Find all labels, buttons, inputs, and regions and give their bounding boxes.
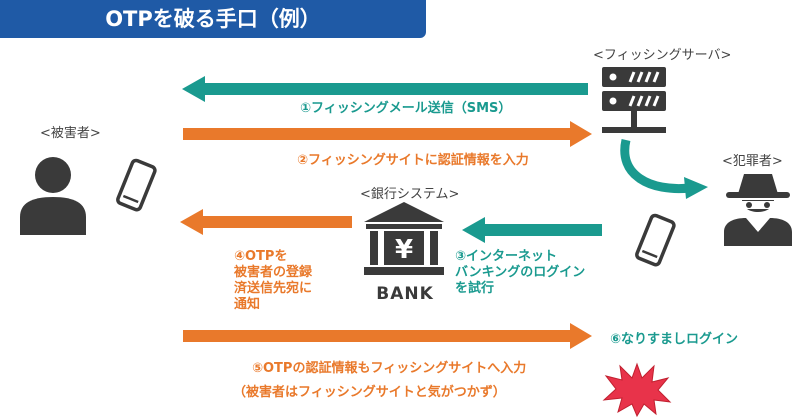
bank-building-icon: ¥ <box>364 202 444 275</box>
criminal-smartphone-icon <box>635 213 676 267</box>
arrow-4-otp-notify <box>180 209 352 235</box>
step-1-text: ①フィッシングメール送信（SMS） <box>300 101 512 116</box>
step-2-text: ②フィッシングサイトに認証情報を入力 <box>297 153 529 168</box>
phishing-server-icon <box>602 67 666 133</box>
arrow-5-enter-otp <box>183 323 592 349</box>
page-title: OTPを破る手口（例） <box>0 0 426 38</box>
step-6-text: ⑥なりすましログイン <box>610 332 739 347</box>
victim-label: <被害者> <box>40 126 101 141</box>
arrow-2-enter-credentials <box>183 121 592 147</box>
bank-text: BANK <box>376 284 434 304</box>
criminal-spy-icon <box>724 174 792 246</box>
curved-arrow-head <box>684 177 708 199</box>
step-5-note: （被害者はフィッシングサイトと気がつかず） <box>233 385 506 400</box>
phishing-server-label: <フィッシングサーバ> <box>593 48 732 63</box>
criminal-label: <犯罪者> <box>722 154 783 169</box>
step-3-text: ③インターネット バンキングのログイン を試行 <box>455 249 586 296</box>
victim-smartphone-icon <box>116 158 157 212</box>
arrow-1-phishing-mail <box>182 76 588 102</box>
burst-icon <box>602 362 672 418</box>
curved-arrow-server-to-criminal <box>620 139 691 194</box>
arrow-3-login-attempt <box>462 217 602 243</box>
bank-yen-symbol: ¥ <box>395 235 413 265</box>
victim-person-icon <box>20 157 86 235</box>
step-5-text: ⑤OTPの認証情報もフィッシングサイトへ入力 <box>252 361 527 376</box>
bank-system-label: <銀行システム> <box>360 187 460 202</box>
step-4-text: ④OTPを 被害者の登録 済送信先宛に 通知 <box>234 249 313 312</box>
